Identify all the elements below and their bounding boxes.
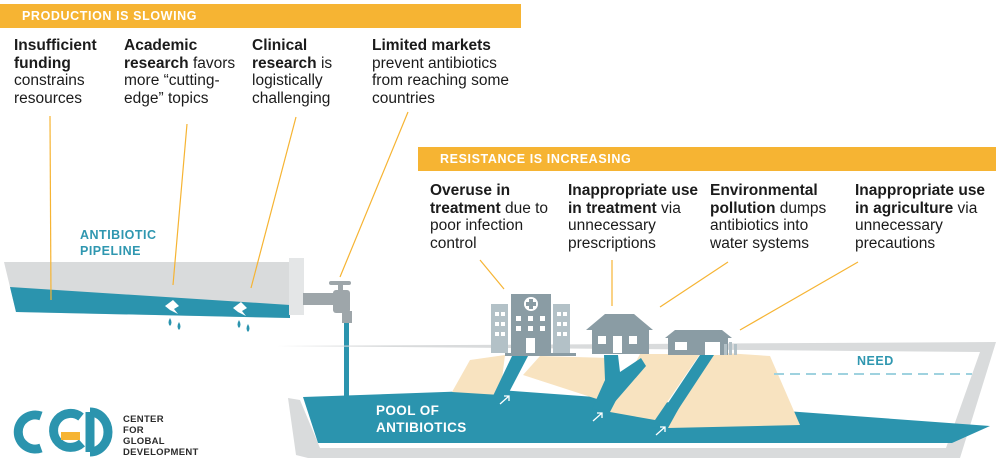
cause-inappropriate-agriculture: Inappropriate use in agriculture via unn…: [855, 182, 986, 252]
leader-lines: [49, 111, 859, 331]
flow-arrows: [499, 395, 666, 436]
cause-inappropriate-treatment: Inappropriate use in treatment via unnec…: [568, 182, 699, 252]
cause-overuse-in-treatment: Overuse in treatment due to poor infecti…: [430, 182, 549, 252]
cgd-org-line: FOR: [123, 425, 144, 436]
pipeline-leak: [165, 300, 181, 330]
cgd-logo-icon: [13, 407, 113, 457]
cgd-org-line: GLOBAL: [123, 436, 165, 447]
faucet-icon: [303, 281, 352, 323]
need-label: NEED: [857, 354, 894, 368]
cgd-org-line: DEVELOPMENT: [123, 447, 199, 458]
pipeline-end-cap: [289, 258, 304, 315]
pool-label: POOL OF ANTIBIOTICS: [376, 403, 467, 435]
house-icon: [586, 314, 653, 354]
cause-limited-markets: Limited markets prevent antibiotics from…: [372, 37, 509, 107]
pipeline-label: ANTIBIOTIC PIPELINE: [80, 228, 157, 258]
cgd-org-name: CENTER FOR GLOBAL DEVELOPMENT: [123, 414, 199, 458]
cause-environmental-pollution: Environmental pollution dumps antibiotic…: [710, 182, 827, 252]
cause-academic-research: Academic research favors more “cutting-e…: [124, 37, 236, 107]
resistance-banner: RESISTANCE IS INCREASING: [418, 147, 996, 171]
runoff-streams: [492, 355, 714, 428]
cgd-org-line: CENTER: [123, 414, 164, 425]
production-banner: PRODUCTION IS SLOWING: [0, 4, 521, 28]
cause-clinical-research: Clinical research is logistically challe…: [252, 37, 333, 107]
factory-icon: [665, 330, 737, 355]
hospital-icon: [491, 294, 576, 356]
pipeline-leak: [233, 302, 250, 332]
faucet-stream: [344, 323, 349, 396]
cause-insufficient-funding: Insufficient funding constrains resource…: [14, 37, 97, 107]
pipeline-water: [10, 287, 290, 318]
